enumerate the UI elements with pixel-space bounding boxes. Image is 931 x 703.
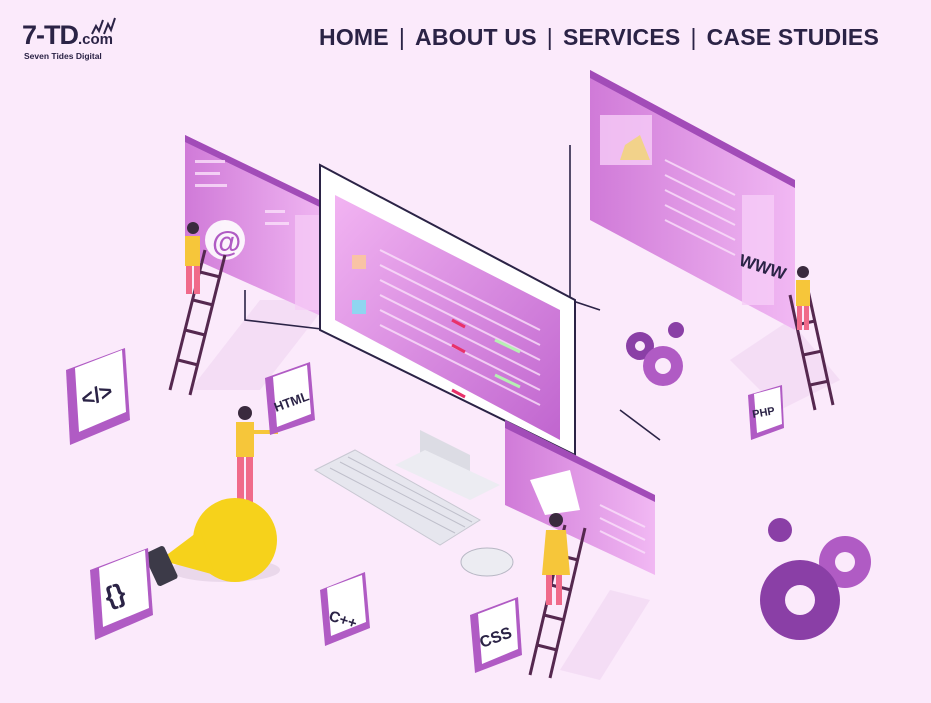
nav-separator: |: [690, 24, 697, 50]
css-tile: CSS: [470, 597, 522, 673]
nav-about-us-link[interactable]: ABOUT US: [415, 24, 537, 50]
floor-shadows: [190, 300, 840, 680]
right-browser-panel: WWW: [590, 70, 795, 330]
brand-logo[interactable]: 7-TD.com Seven Tides Digital: [22, 16, 142, 66]
nav-services-link[interactable]: SERVICES: [562, 24, 681, 50]
person-left-ladder: [185, 222, 200, 294]
nav-home-link[interactable]: HOME: [319, 24, 389, 50]
braces-tile: {}: [90, 548, 153, 640]
desktop-monitor: [319, 163, 576, 500]
person-center: [236, 406, 278, 512]
gears: [626, 322, 871, 640]
lightbulb-icon: [144, 498, 280, 586]
code-tag-tile: </>: [66, 348, 130, 445]
code-tiles: </> HTML {} C++ CSS PHP: [66, 348, 784, 673]
bottom-browser-panel: [505, 420, 655, 575]
php-tile: PHP: [748, 385, 784, 440]
keyboard: [313, 449, 481, 546]
php-tile-text: PHP: [751, 405, 775, 421]
person-bottom-ladder: [542, 513, 570, 605]
html-tile: HTML: [265, 362, 315, 435]
logo-main-text: 7-TD: [22, 20, 79, 50]
left-browser-panel: @: [185, 135, 330, 320]
logo-suffix: .com: [78, 31, 114, 48]
people: [185, 222, 810, 605]
logo-wordmark: 7-TD.com: [22, 20, 113, 51]
mouse-icon: [460, 547, 514, 577]
logo-waves-icon: [91, 17, 116, 35]
cpp-tile: C++: [320, 572, 370, 646]
nav-case-studies-link[interactable]: CASE STUDIES: [706, 24, 879, 50]
nav-separator: |: [398, 24, 406, 50]
logo-tagline: Seven Tides Digital: [24, 51, 102, 61]
nav-separator: |: [546, 24, 553, 50]
person-right-ladder: [796, 266, 810, 330]
at-symbol-icon: @: [212, 226, 241, 259]
main-navigation: HOME | ABOUT US | SERVICES | CASE STUDIE…: [319, 24, 879, 51]
